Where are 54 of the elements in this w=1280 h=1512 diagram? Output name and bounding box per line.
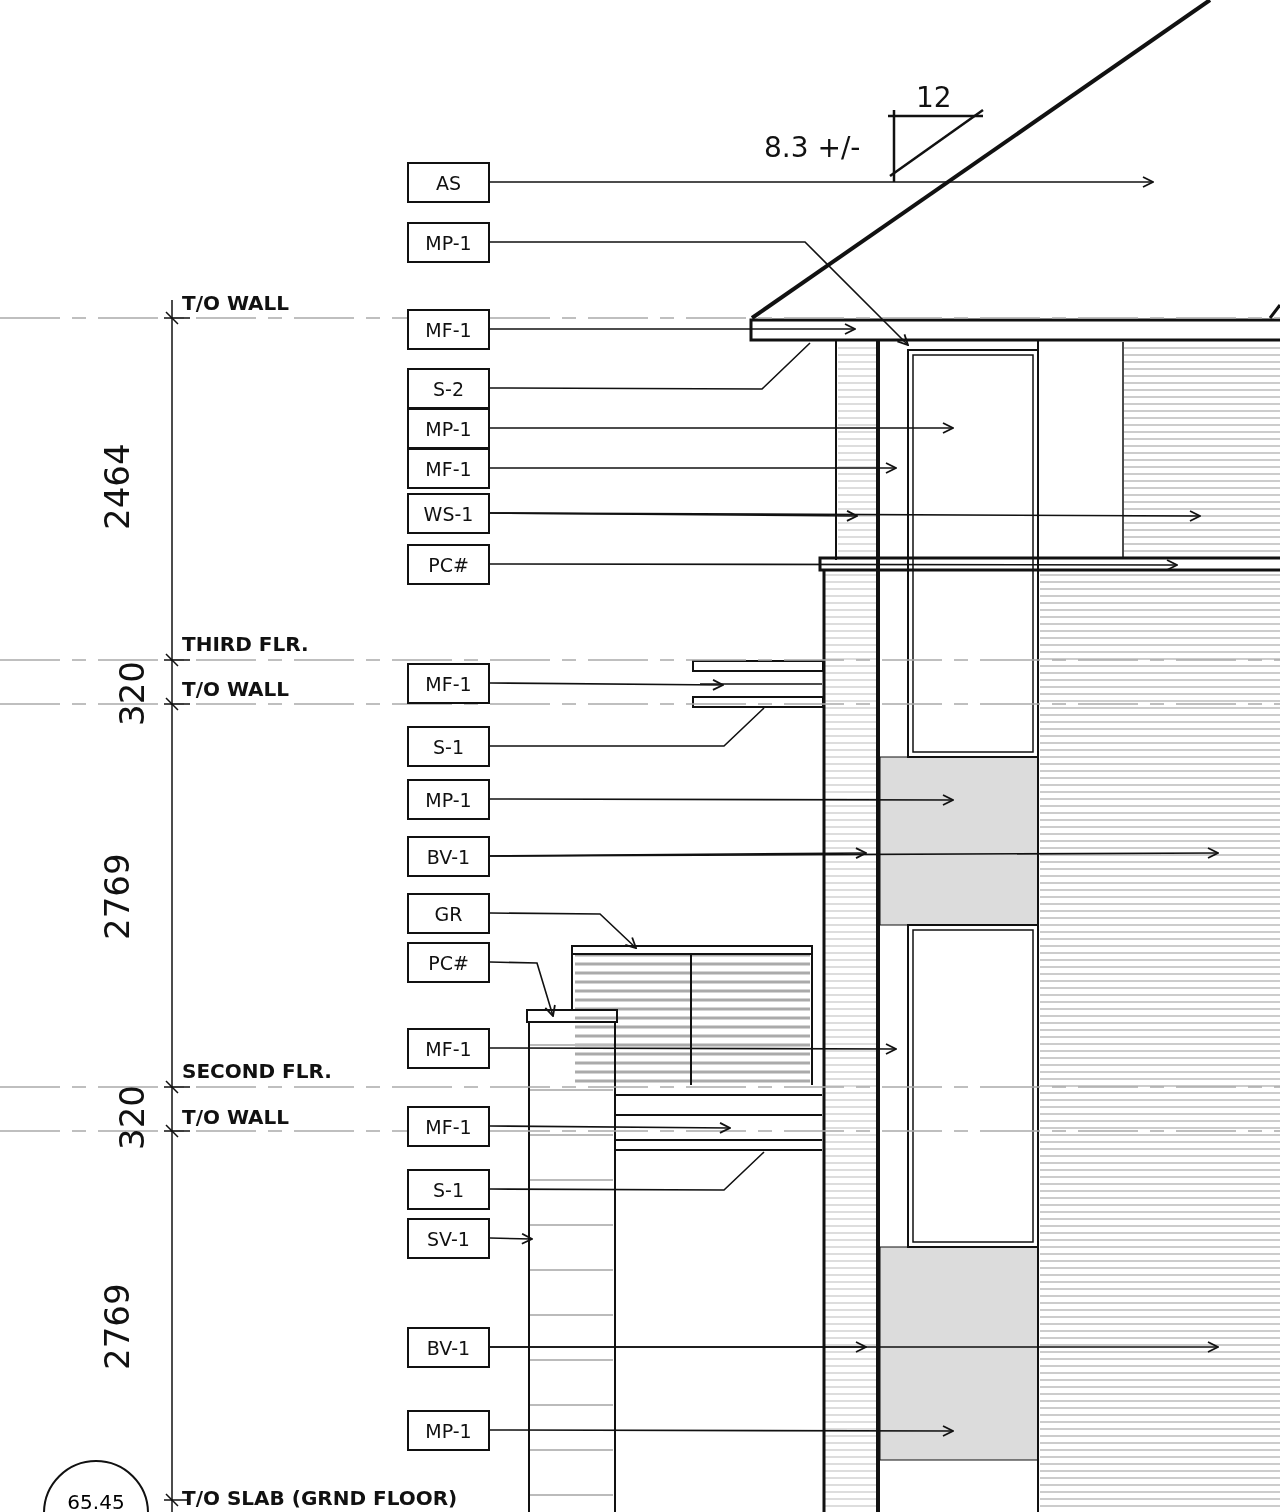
leader-line: [489, 241, 909, 346]
material-tag: BV-1: [407, 1327, 490, 1368]
leader-line: [489, 707, 765, 747]
leader-line: [489, 176, 1154, 188]
leader-line: [489, 510, 1201, 522]
leader-line: [489, 323, 856, 335]
leader-line: [489, 1341, 1219, 1353]
material-tag: MP-1: [407, 222, 490, 263]
material-tag: PC#: [407, 544, 490, 585]
dimension-value: 320: [115, 661, 149, 726]
leader-line: [489, 462, 897, 474]
material-tag: S-2: [407, 368, 490, 409]
level-label: T/O SLAB (GRND FLOOR): [182, 1488, 458, 1508]
material-tag: SV-1: [407, 1218, 490, 1259]
dimension-value: 2464: [100, 443, 134, 530]
leader-line: [489, 559, 1178, 571]
leader-line: [489, 961, 556, 1017]
material-tag: MP-1: [407, 1410, 490, 1451]
slope-value: 12: [916, 84, 952, 112]
dimension-value: 2769: [100, 853, 134, 940]
dimension-value: 320: [115, 1085, 149, 1150]
material-tag: S-1: [407, 1169, 490, 1210]
elevation-marker: 65.45: [43, 1460, 149, 1512]
leader-line: [489, 847, 1219, 859]
material-tag: MP-1: [407, 779, 490, 820]
material-tag: MF-1: [407, 1028, 490, 1069]
slope-value: 8.3 +/-: [764, 134, 861, 162]
level-label: T/O WALL: [182, 1107, 290, 1127]
material-tag: MF-1: [407, 1106, 490, 1147]
leader-line: [489, 1232, 533, 1245]
material-tag: MP-1: [407, 408, 490, 449]
level-label: T/O WALL: [182, 293, 290, 313]
material-tag: GR: [407, 893, 490, 934]
leader-line: [489, 679, 724, 691]
leader-line: [489, 794, 954, 806]
dimension-value: 2769: [100, 1283, 134, 1370]
material-tag: BV-1: [407, 836, 490, 877]
material-tag: WS-1: [407, 493, 490, 534]
leader-line: [489, 1425, 954, 1437]
material-tag: MF-1: [407, 663, 490, 704]
level-label: THIRD FLR.: [182, 634, 309, 654]
material-tag: MF-1: [407, 448, 490, 489]
material-tag: PC#: [407, 942, 490, 983]
leader-line: [489, 1122, 731, 1134]
material-tag: AS: [407, 162, 490, 203]
level-label: SECOND FLR.: [182, 1061, 332, 1081]
leader-line: [489, 1043, 897, 1055]
leader-line: [489, 912, 637, 949]
leader-line: [489, 1151, 765, 1191]
level-label: T/O WALL: [182, 679, 290, 699]
leader-line: [489, 422, 954, 434]
material-tag: S-1: [407, 726, 490, 767]
material-tag: MF-1: [407, 309, 490, 350]
leader-line: [489, 342, 811, 390]
